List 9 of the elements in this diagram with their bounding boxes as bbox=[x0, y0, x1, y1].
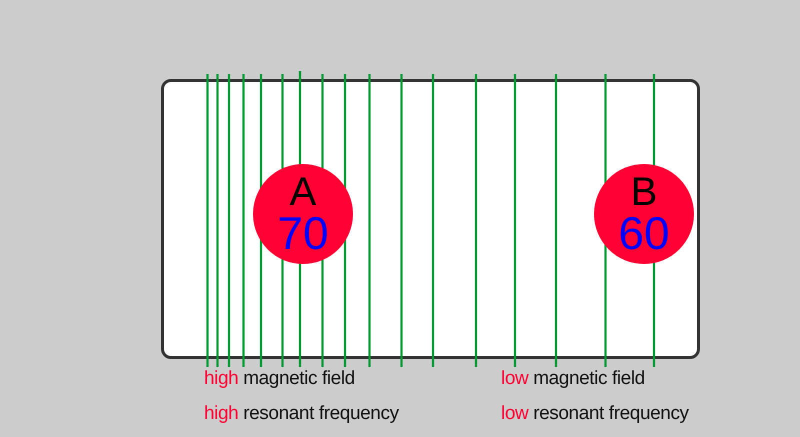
sample-value: 60 bbox=[618, 211, 670, 255]
caption-text: low resonant frequency bbox=[501, 403, 689, 425]
sample-value: 70 bbox=[277, 211, 329, 255]
caption-text: high resonant frequency bbox=[204, 403, 399, 425]
sample-letter: B bbox=[630, 173, 658, 211]
caption-text: high magnetic field bbox=[204, 368, 355, 390]
sample-letter: A bbox=[290, 173, 316, 211]
caption-text: low magnetic field bbox=[501, 368, 645, 390]
panel-box bbox=[161, 79, 700, 359]
